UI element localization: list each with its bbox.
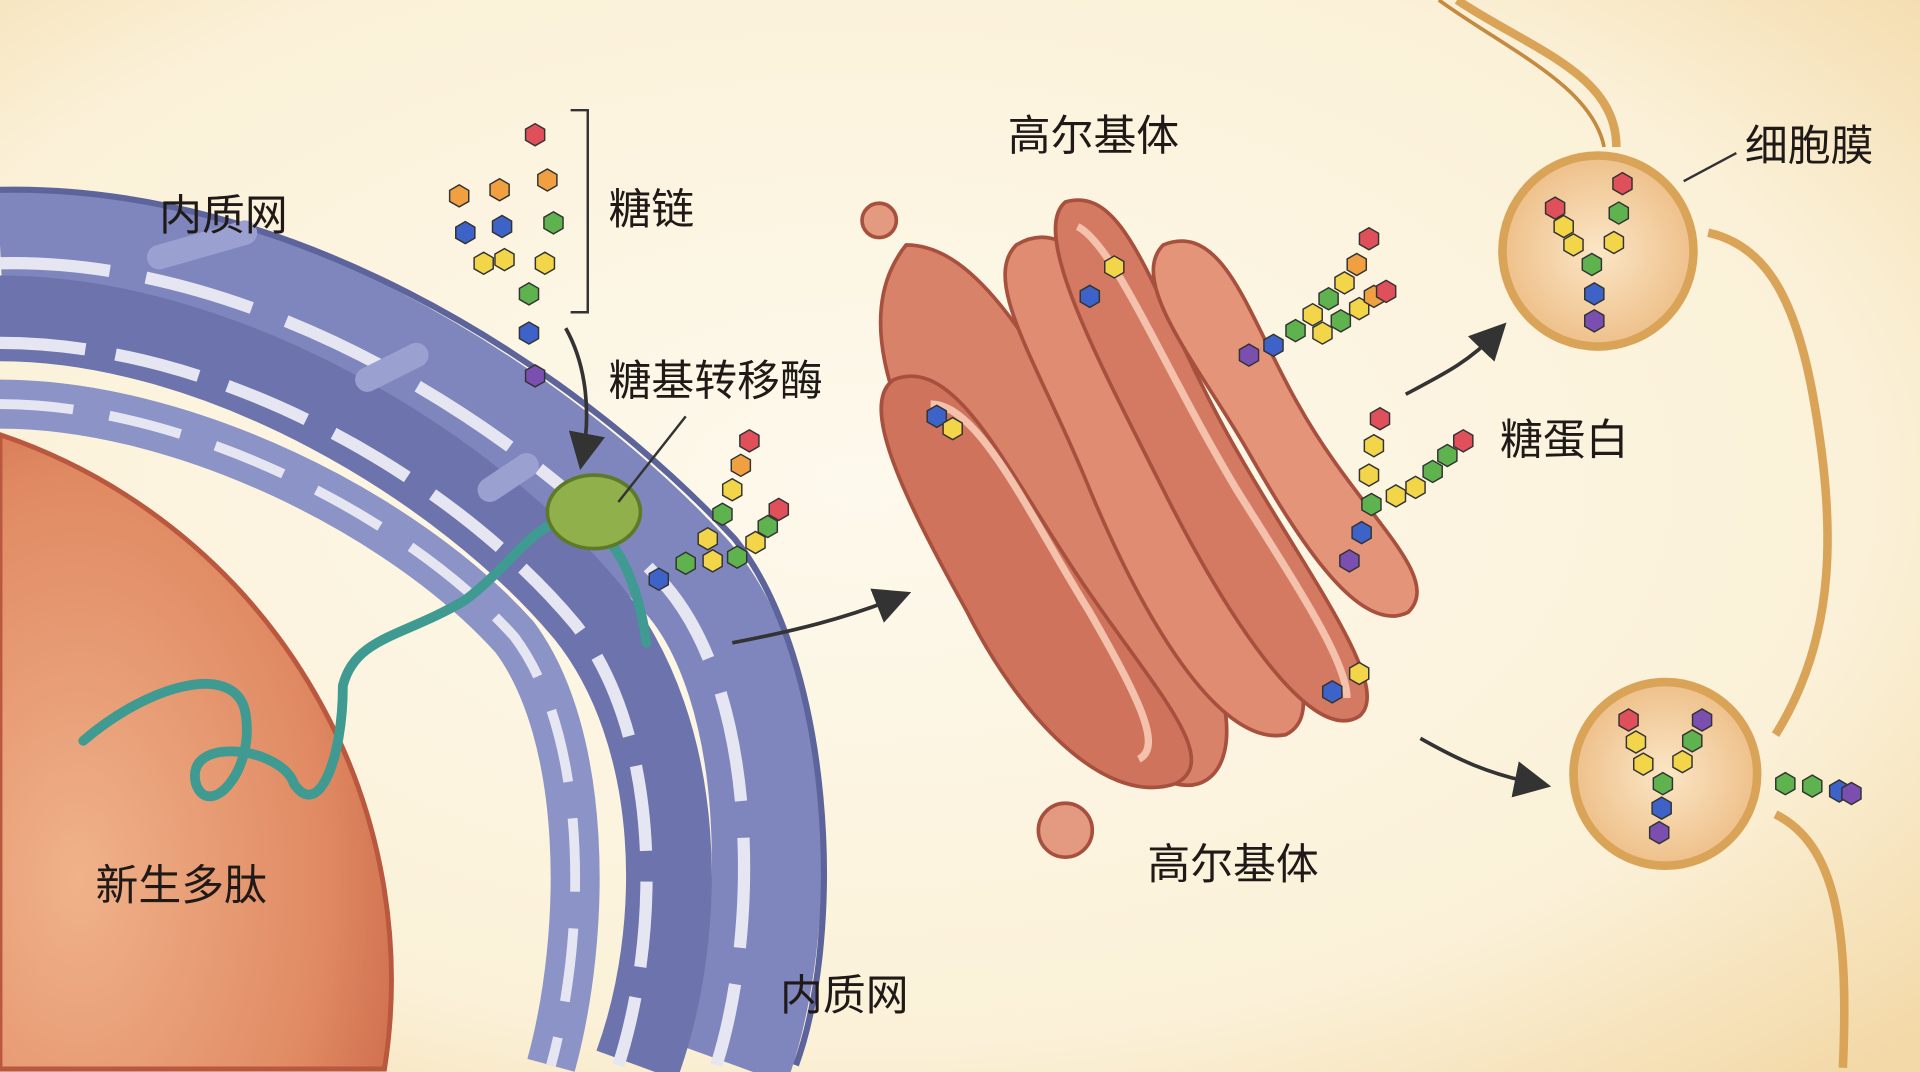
sugar-hexagon-icon xyxy=(1612,171,1633,196)
sugar-hexagon-icon xyxy=(1553,214,1574,239)
sugar-hexagon-icon xyxy=(1841,781,1862,806)
endoplasmic-reticulum xyxy=(0,186,827,1072)
sugar-hexagon-icon xyxy=(1385,484,1407,508)
sugar-hexagon-icon xyxy=(1318,286,1339,311)
sugar-hexagon-icon xyxy=(1302,302,1323,327)
label-er-top: 内质网 xyxy=(159,191,288,241)
sugar-hexagon-icon xyxy=(455,220,476,245)
sugar-hexagon-icon xyxy=(1648,820,1670,845)
sugar-hexagon-icon xyxy=(757,514,779,539)
arrows xyxy=(564,322,1552,798)
leader-line-membrane xyxy=(1683,151,1737,183)
sugar-hexagon-icon xyxy=(712,502,733,527)
sugar-hexagon-icon xyxy=(473,251,494,276)
sugar-hexagon-icon xyxy=(1330,308,1352,333)
sugar-hexagon-icon xyxy=(1361,492,1382,517)
sugar-hexagon-icon xyxy=(1369,406,1391,431)
sugar-hexagon-icon xyxy=(1339,548,1360,573)
arrow-to-vesicle-bottom-icon xyxy=(1419,736,1552,798)
sugar-hexagon-icon xyxy=(534,251,556,276)
sugar-hexagon-icon xyxy=(1321,679,1343,704)
sugar-hexagon-icon xyxy=(926,404,948,429)
label-nascent-polypeptide: 新生多肽 xyxy=(96,861,267,911)
sugar-hexagon-icon xyxy=(1437,443,1458,468)
sugar-hexagon-icon xyxy=(1584,282,1605,306)
glycosyltransferase-enzyme xyxy=(545,473,643,551)
sugar-hexagon-icon xyxy=(1351,520,1372,545)
sugar-hexagon-icon xyxy=(448,184,470,208)
sugar-hexagon-icon xyxy=(1422,459,1443,484)
sugar-hexagon-icon xyxy=(730,453,752,478)
label-glycoprotein: 糖蛋白 xyxy=(1500,415,1629,465)
sugar-hexagon-icon xyxy=(1608,201,1630,225)
label-er-bottom: 内质网 xyxy=(780,971,909,1021)
sugar-hexagon-icon xyxy=(1358,226,1380,251)
sugar-hexagon-icon xyxy=(1775,771,1796,796)
sugar-hexagon-icon xyxy=(726,545,748,570)
label-sugar-chain: 糖链 xyxy=(609,185,695,235)
sugar-hexagon-icon xyxy=(489,177,510,202)
sugar-hexagon-icon xyxy=(1632,752,1654,776)
sugar-hexagon-icon xyxy=(491,214,513,239)
sugar-hexagon-icon xyxy=(1285,318,1306,343)
sugar-hexagon-icon xyxy=(1681,728,1703,753)
sugar-hexagon-icon xyxy=(1625,730,1647,754)
sugar-hexagon-icon xyxy=(1334,270,1355,295)
sugar-hexagon-icon xyxy=(518,321,540,345)
label-cell-membrane: 细胞膜 xyxy=(1745,121,1874,171)
sugar-hexagon-icon xyxy=(1618,708,1639,732)
sugar-hexagon-icon xyxy=(721,477,743,502)
sugar-hexagon-icon xyxy=(1603,230,1625,255)
cell-membrane xyxy=(1437,0,1849,1068)
sugar-hexagon-icon xyxy=(745,530,766,555)
sugar-hexagon-icon xyxy=(1358,463,1380,487)
nucleus xyxy=(0,432,394,1072)
leader-line-enzyme xyxy=(617,415,687,503)
label-golgi-top: 高尔基体 xyxy=(1008,112,1179,162)
sugar-hexagon-icon xyxy=(524,364,546,388)
sugar-hexagon-icon xyxy=(1584,308,1605,333)
sugar-hexagon-icon xyxy=(1375,279,1397,304)
sugar-hexagon-icon xyxy=(1652,771,1674,796)
sugar-hexagon-icon xyxy=(942,416,963,441)
sugar-hexagon-icon xyxy=(524,122,546,147)
sugar-chain-bracket xyxy=(570,108,589,314)
sugar-hexagon-icon xyxy=(739,428,760,453)
sugar-hexagon-icon xyxy=(702,548,723,573)
sugar-hexagon-icon xyxy=(1312,321,1333,345)
sugar-hexagon-icon xyxy=(1104,255,1125,279)
label-golgi-bottom: 高尔基体 xyxy=(1147,840,1318,890)
arrow-to-vesicle-top-icon xyxy=(1404,322,1507,396)
sugar-hexagon-icon xyxy=(543,210,564,235)
sugar-hexagon-icon xyxy=(1452,428,1474,453)
label-glycosyltransferase: 糖基转移酶 xyxy=(609,357,823,407)
sugar-hexagon-icon xyxy=(1651,796,1672,821)
sugar-hexagon-icon xyxy=(1238,343,1260,367)
sugar-hexagon-icon xyxy=(1346,252,1368,277)
sugar-hexagon-icon xyxy=(1544,196,1566,221)
sugar-hexagon-icon xyxy=(1691,708,1713,732)
sugar-hexagon-icon xyxy=(537,168,558,192)
sugar-hexagon-icon xyxy=(648,567,670,592)
sugar-hexagon-icon xyxy=(1672,749,1693,774)
sugar-hexagon-icon xyxy=(768,497,790,522)
sugar-hexagon-icon xyxy=(1079,284,1101,309)
sugar-hexagon-icon xyxy=(1348,661,1370,686)
sugar-hexagon-icon xyxy=(518,282,540,306)
sugar-hexagon-icon xyxy=(675,551,697,576)
sugar-hexagon-icon xyxy=(1801,774,1823,798)
sugar-hexagon-icon xyxy=(1263,333,1284,358)
arrow-to-golgi-icon xyxy=(731,588,912,645)
arrow-down-icon xyxy=(564,327,605,470)
sugar-chains xyxy=(448,122,1862,845)
sugar-hexagon-icon xyxy=(1563,233,1584,257)
sugar-hexagon-icon xyxy=(1405,475,1426,500)
sugar-hexagon-icon xyxy=(494,247,515,272)
sugar-hexagon-icon xyxy=(1581,252,1603,277)
sugar-hexagon-icon xyxy=(697,526,719,551)
sugar-hexagon-icon xyxy=(1363,433,1385,458)
